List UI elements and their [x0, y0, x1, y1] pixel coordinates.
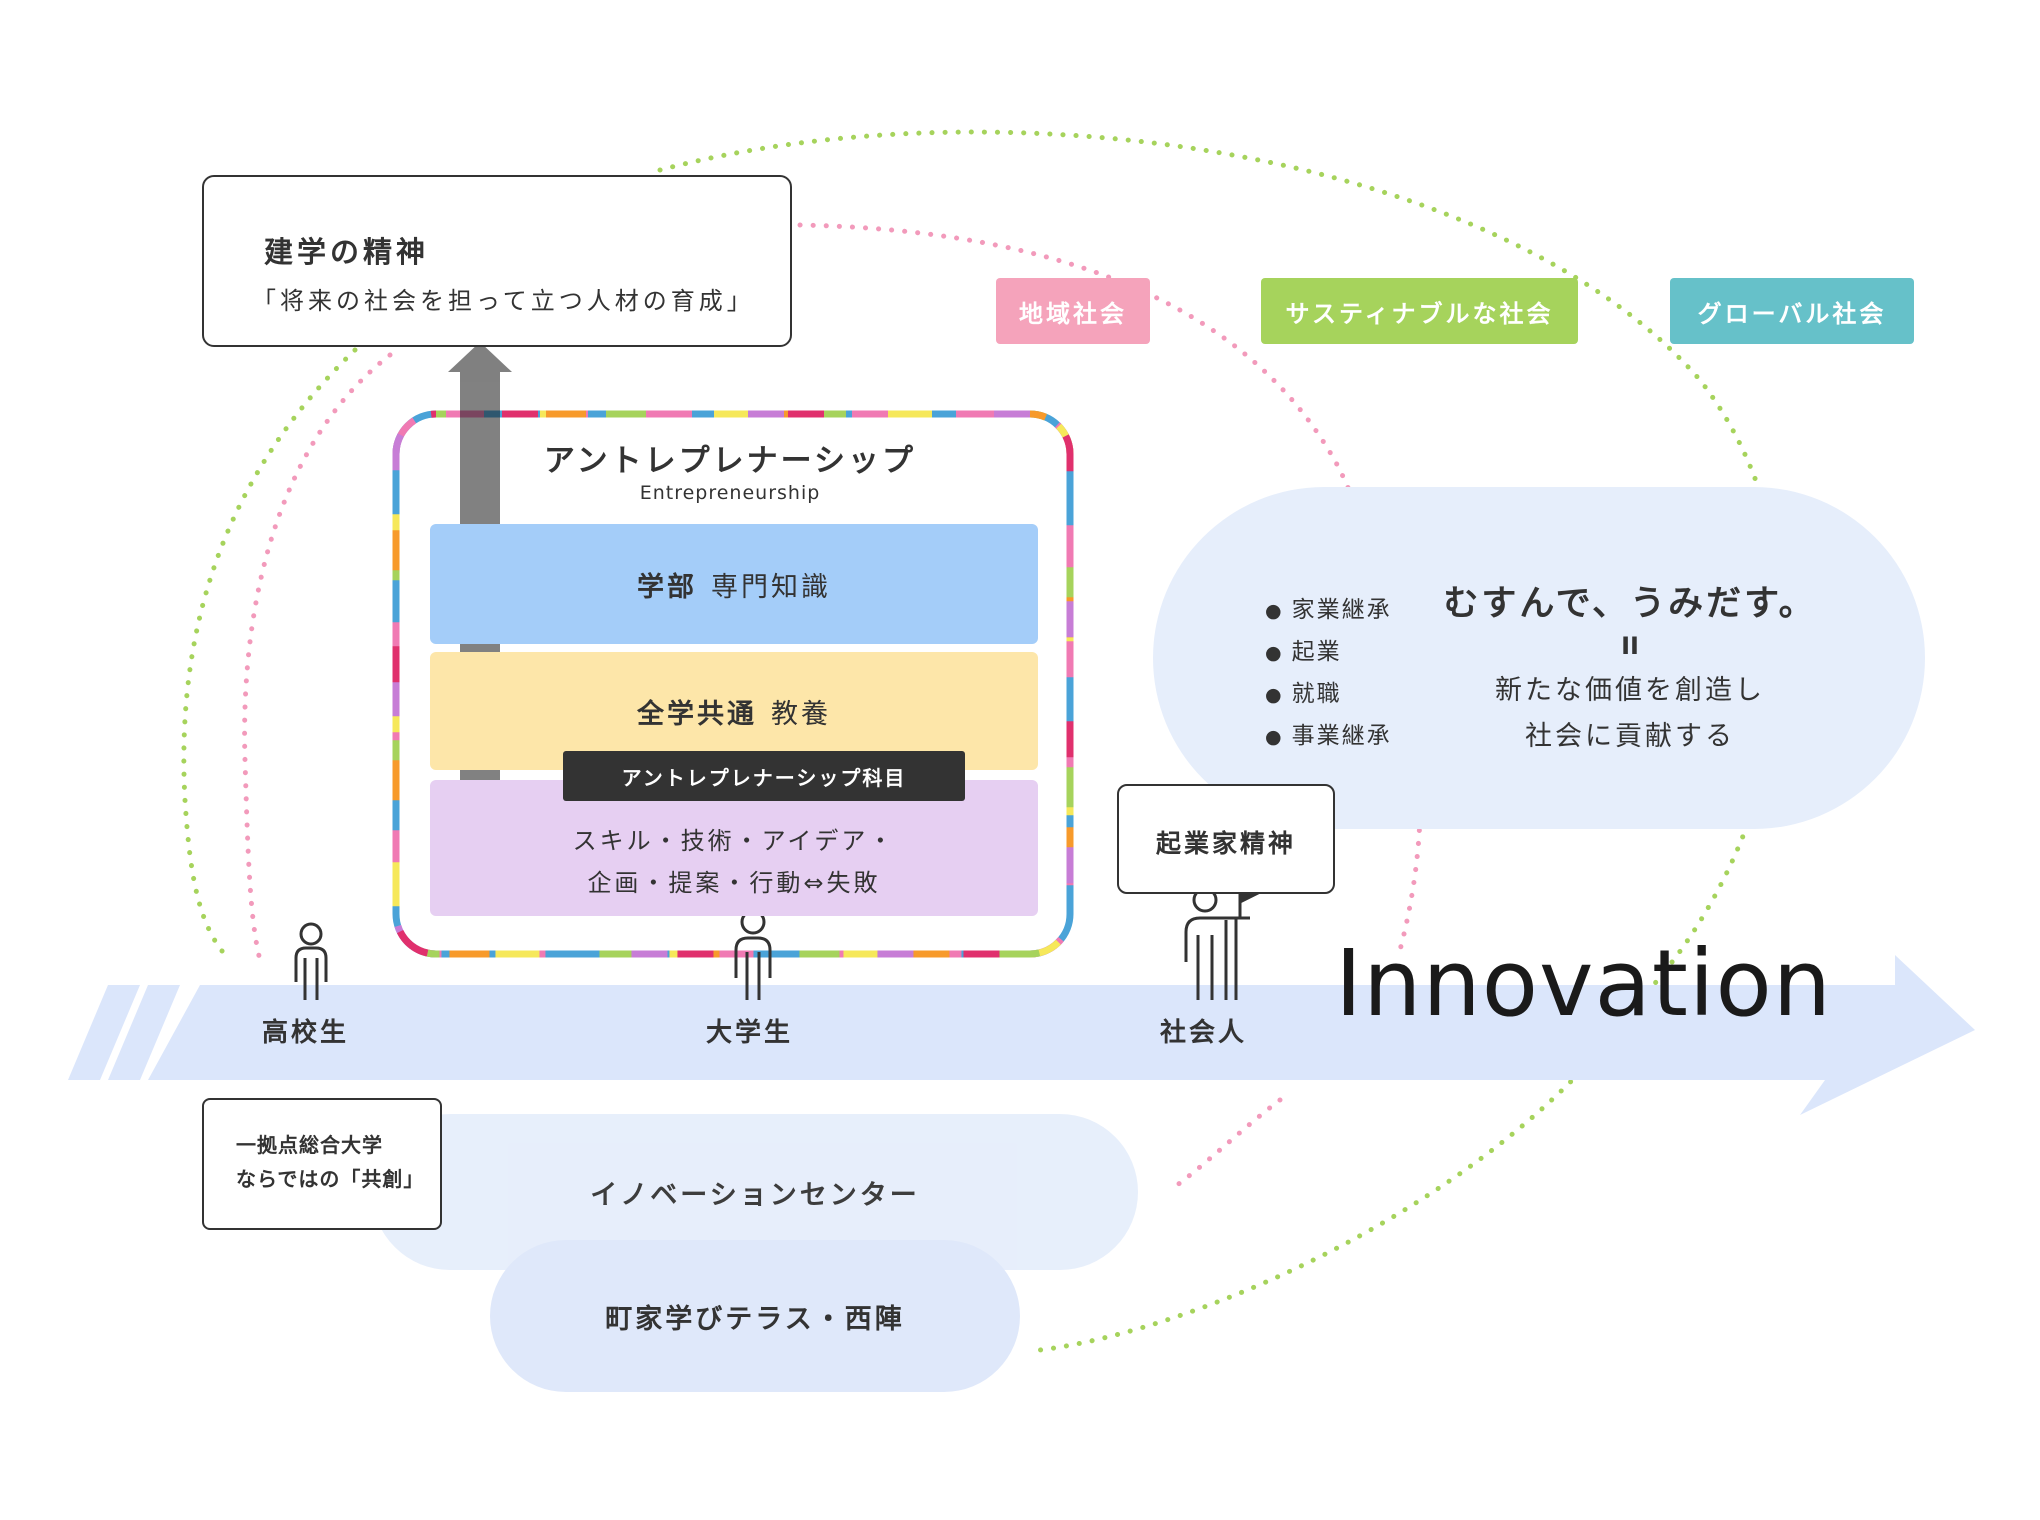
co-creation-line-1: 一拠点総合大学 — [236, 1133, 383, 1157]
timeline-arrow — [68, 955, 1975, 1115]
stage-highschool: 高校生 — [262, 1018, 350, 1048]
entrepreneurship-course-label: アントレプレナーシップ科目 — [563, 751, 965, 801]
terrace-label: 町家学びテラス・西陣 — [605, 1303, 905, 1335]
innovation-label: Innovation — [1335, 930, 1833, 1037]
tag-local-society: 地域社会 — [996, 278, 1150, 344]
career-bullet: 起業 — [1265, 632, 1392, 674]
skills-text: スキル・技術・アイデア・ 企画・提案・行動⇔失敗 — [430, 820, 1038, 904]
entrepreneurship-frame — [392, 410, 1074, 958]
founding-spirit-title: 建学の精神 — [264, 235, 430, 269]
tag-sustainable-society-label: サスティナブルな社会 — [1285, 299, 1554, 328]
entrepreneurship-subtitle: Entrepreneurship — [639, 482, 821, 504]
founding-spirit-motto: 「将来の社会を担って立つ人材の育成」 — [252, 287, 755, 315]
equals-mark: II — [1621, 632, 1639, 660]
founding-spirit-box: 建学の精神 「将来の社会を担って立つ人材の育成」 — [202, 175, 792, 347]
career-bullet: 事業継承 — [1265, 716, 1392, 758]
layer-liberal-arts-bold: 全学共通 — [637, 698, 757, 730]
stage-working-adult: 社会人 — [1160, 1018, 1248, 1048]
outcome-line-2: 社会に貢献する — [1525, 721, 1735, 752]
entrepreneurial-spirit-box: 起業家精神 — [1117, 784, 1335, 894]
layer-skills — [430, 780, 1038, 916]
co-creation-box: 一拠点総合大学 ならではの「共創」 — [202, 1098, 442, 1230]
layer-faculty-bold: 学部 — [637, 571, 697, 603]
co-creation-line-2: ならではの「共創」 — [236, 1167, 425, 1191]
layer-liberal-arts: 全学共通 教養 — [430, 652, 1038, 770]
career-bullet-list: 家業継承 起業 就職 事業継承 — [1265, 590, 1392, 758]
tag-global-society-label: グローバル社会 — [1697, 299, 1887, 328]
layer-faculty-text: 専門知識 — [711, 571, 831, 603]
person-icon-highschool — [294, 922, 328, 1000]
tag-local-society-label: 地域社会 — [1019, 299, 1127, 328]
tag-global-society: グローバル社会 — [1670, 278, 1914, 344]
career-bullet: 就職 — [1265, 674, 1392, 716]
stage-university: 大学生 — [706, 1018, 794, 1048]
skills-line-2: 企画・提案・行動⇔失敗 — [587, 869, 881, 897]
outcome-line-1: 新たな価値を創造し — [1495, 675, 1765, 706]
skills-line-1: スキル・技術・アイデア・ — [572, 827, 896, 855]
green-dotted-orbit — [181, 129, 1785, 1353]
career-bullet: 家業継承 — [1265, 590, 1392, 632]
entrepreneurship-title: アントレプレナーシップ — [543, 443, 917, 479]
innovation-center-label: イノベーションセンター — [590, 1179, 920, 1211]
outcome-text: 新たな価値を創造し 社会に貢献する — [1440, 668, 1820, 760]
slogan: むすんで、うみだす。 — [1443, 584, 1817, 624]
layer-faculty: 学部 専門知識 — [430, 524, 1038, 644]
terrace-bubble: 町家学びテラス・西陣 — [490, 1240, 1020, 1392]
tag-sustainable-society: サスティナブルな社会 — [1261, 278, 1578, 344]
innovation-center-bubble: イノベーションセンター — [372, 1114, 1138, 1270]
layer-liberal-arts-text: 教養 — [771, 698, 831, 730]
